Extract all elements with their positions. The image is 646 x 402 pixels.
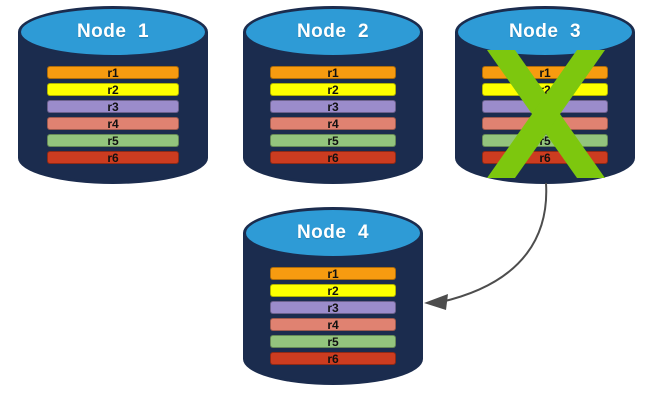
row-label: r5 bbox=[107, 133, 119, 148]
node-2-cylinder-top: Node 2 bbox=[243, 6, 423, 58]
row-label: r1 bbox=[327, 65, 339, 80]
node-1-row-r5[interactable]: r5 bbox=[47, 134, 179, 147]
row-label: r6 bbox=[107, 150, 119, 165]
node-4-row-r4[interactable]: r4 bbox=[270, 318, 396, 331]
row-label: r3 bbox=[327, 300, 339, 315]
node-4-row-r2[interactable]: r2 bbox=[270, 284, 396, 297]
row-label: r6 bbox=[327, 150, 339, 165]
node-3-label: Node 3 bbox=[508, 21, 582, 42]
node-2-row-r4[interactable]: r4 bbox=[270, 117, 396, 130]
node-4-row-r5[interactable]: r5 bbox=[270, 335, 396, 348]
arrow-head-icon bbox=[424, 294, 448, 310]
row-label: r1 bbox=[327, 266, 339, 281]
node-4-row-r6[interactable]: r6 bbox=[270, 352, 396, 365]
node-4-row-r3[interactable]: r3 bbox=[270, 301, 396, 314]
node-4-cylinder-top: Node 4 bbox=[243, 207, 423, 259]
row-label: r1 bbox=[539, 65, 551, 80]
node-4-label: Node 4 bbox=[296, 222, 370, 243]
node-1-label: Node 1 bbox=[76, 21, 150, 42]
node-1-row-r1[interactable]: r1 bbox=[47, 66, 179, 79]
node-2-row-r1[interactable]: r1 bbox=[270, 66, 396, 79]
node-2-row-r5[interactable]: r5 bbox=[270, 134, 396, 147]
row-label: r5 bbox=[539, 133, 551, 148]
node-2-row-r2[interactable]: r2 bbox=[270, 83, 396, 96]
node-3-row-list: r1 r2 r3 r4 r5 r6 bbox=[482, 66, 608, 164]
row-label: r4 bbox=[327, 317, 339, 332]
row-label: r4 bbox=[327, 116, 339, 131]
node-2-row-r3[interactable]: r3 bbox=[270, 100, 396, 113]
node-3[interactable]: Node 3 r1 r2 r3 r4 r5 r6 bbox=[455, 6, 635, 184]
row-label: r5 bbox=[327, 334, 339, 349]
node-2[interactable]: Node 2 r1 r2 r3 r4 r5 r6 bbox=[243, 6, 423, 184]
node-2-row-list: r1 r2 r3 r4 r5 r6 bbox=[270, 66, 396, 164]
node-3-row-r1[interactable]: r1 bbox=[482, 66, 608, 79]
row-label: r3 bbox=[327, 99, 339, 114]
node-4[interactable]: Node 4 r1 r2 r3 r4 r5 r6 bbox=[243, 207, 423, 385]
node-4-row-list: r1 r2 r3 r4 r5 r6 bbox=[270, 267, 396, 365]
node-3-row-r4[interactable]: r4 bbox=[482, 117, 608, 130]
node-1-row-list: r1 r2 r3 r4 r5 r6 bbox=[47, 66, 179, 164]
node-1-row-r3[interactable]: r3 bbox=[47, 100, 179, 113]
arrow-curve bbox=[440, 182, 548, 303]
row-label: r2 bbox=[327, 82, 339, 97]
node-1-row-r4[interactable]: r4 bbox=[47, 117, 179, 130]
row-label: r4 bbox=[107, 116, 119, 131]
node-3-cylinder-top: Node 3 bbox=[455, 6, 635, 58]
node-3-row-r6[interactable]: r6 bbox=[482, 151, 608, 164]
row-label: r2 bbox=[539, 82, 551, 97]
row-label: r2 bbox=[107, 82, 119, 97]
row-label: r3 bbox=[107, 99, 119, 114]
node-1-cylinder-top: Node 1 bbox=[18, 6, 208, 58]
row-label: r6 bbox=[327, 351, 339, 366]
node-2-label: Node 2 bbox=[296, 21, 370, 42]
node-4-row-r1[interactable]: r1 bbox=[270, 267, 396, 280]
node-1[interactable]: Node 1 r1 r2 r3 r4 r5 r6 bbox=[18, 6, 208, 184]
node-3-row-r3[interactable]: r3 bbox=[482, 100, 608, 113]
node-3-row-r2[interactable]: r2 bbox=[482, 83, 608, 96]
node-2-row-r6[interactable]: r6 bbox=[270, 151, 396, 164]
row-label: r6 bbox=[539, 150, 551, 165]
row-label: r2 bbox=[327, 283, 339, 298]
node-1-row-r2[interactable]: r2 bbox=[47, 83, 179, 96]
row-label: r3 bbox=[539, 99, 551, 114]
node-3-row-r5[interactable]: r5 bbox=[482, 134, 608, 147]
row-label: r5 bbox=[327, 133, 339, 148]
node-1-row-r6[interactable]: r6 bbox=[47, 151, 179, 164]
row-label: r1 bbox=[107, 65, 119, 80]
row-label: r4 bbox=[539, 116, 551, 131]
